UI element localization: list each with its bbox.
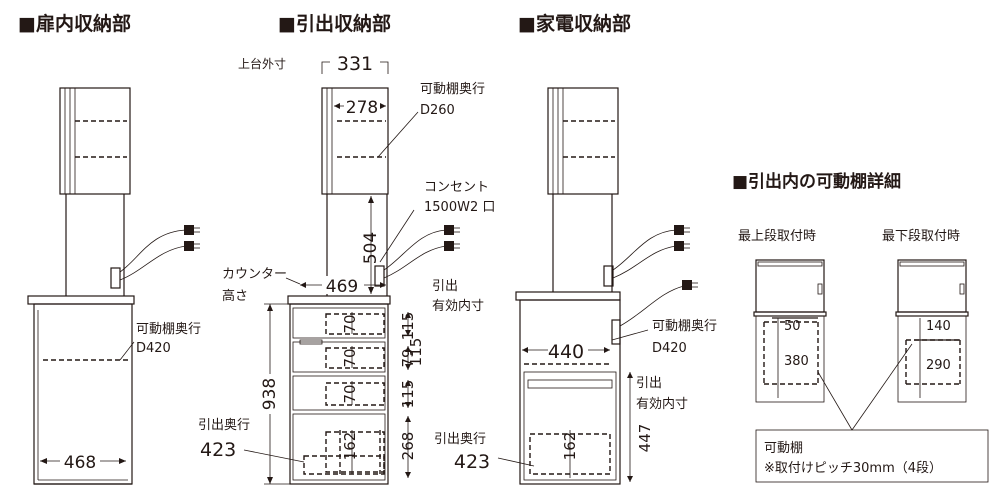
detail-note-title: 可動棚: [764, 441, 803, 456]
appliance-upper-cabinet: [547, 87, 619, 195]
drawer-effective-label: 引出: [432, 279, 458, 294]
drawer-side-115-b: 115: [399, 380, 417, 409]
drawer-outlet-icon: [374, 265, 385, 287]
drawer-1: [292, 307, 386, 339]
door-upper-cabinet: [59, 87, 131, 195]
detail-top-50: 50: [784, 319, 801, 334]
drawer-lower-cabinet: [289, 303, 389, 485]
shelf-detail: 最上段取付時 最下段取付時 50 380 140 290: [738, 229, 989, 483]
appliance-effective-label-2: 有効内寸: [636, 396, 688, 412]
appliance-drawer: [523, 371, 617, 481]
appliance-depth-value: 423: [454, 451, 490, 473]
counter-height-label-2: 高さ: [222, 288, 248, 304]
appliance-lower-outlet-icon: [611, 319, 621, 345]
detail-bottom-drawer: [897, 315, 967, 403]
drawer-2: [292, 341, 386, 373]
appliance-plug-icon-1: [674, 225, 684, 235]
appliance-plug-icon-2: [674, 241, 684, 251]
appliance-outlet-icon: [603, 265, 614, 287]
drawer-depth-value: 423: [200, 439, 236, 461]
section-title-detail: ■引出内の可動棚詳細: [732, 171, 901, 192]
drawer-upper-cabinet: [321, 87, 389, 195]
drawer-side-268: 268: [399, 432, 417, 461]
door-outlet-icon: [110, 267, 121, 289]
drawer-gap-504: 504: [361, 232, 381, 264]
door-plug-icon-2: [184, 241, 194, 251]
detail-note-box: [755, 429, 989, 483]
drawer-plug-icon-1: [444, 225, 454, 235]
door-shelf-depth-label: 可動棚奥行: [136, 322, 201, 337]
door-plug-cord-2: [119, 245, 187, 281]
door-cabinet: 可動棚奥行 D420 468: [27, 87, 201, 485]
appliance-width-440: 440: [548, 341, 584, 363]
appliance-depth-label: 引出奥行: [434, 432, 486, 447]
drawer-total-938: 938: [260, 378, 280, 410]
counter-height-label: カウンター: [222, 267, 287, 282]
drawer-4: [292, 413, 386, 481]
appliance-plug-icon-3: [682, 280, 692, 290]
drawer-side-79: 79: [399, 348, 417, 367]
appliance-shelf-depth-value: D420: [652, 341, 687, 356]
detail-bottom-cabinet: [897, 259, 967, 313]
section-title-door: ■扉内収納部: [18, 12, 131, 35]
drawer-outlet-label: コンセント: [424, 180, 489, 195]
detail-top-cabinet: [755, 259, 825, 313]
appliance-counter: [515, 291, 621, 301]
drawer-counter: [287, 295, 391, 305]
door-plug-cord-1: [119, 229, 187, 273]
drawer-top-inner-value: 278: [346, 98, 378, 118]
drawer-top-outer-label: 上台外寸: [238, 56, 286, 71]
appliance-lower-cabinet: [519, 299, 621, 485]
detail-bottom-140: 140: [926, 319, 951, 334]
drawer-upper-shelf-depth-label: 可動棚奥行: [420, 82, 485, 97]
detail-note-text: ※取付けピッチ30mm（4段）: [764, 461, 942, 476]
counter-469: 469: [326, 277, 358, 297]
drawer-3: [292, 375, 386, 411]
drawer-depth-label: 引出奥行: [198, 418, 250, 433]
door-shelf-depth-value: D420: [136, 341, 171, 356]
drawer-side-115-a: 115: [399, 312, 417, 341]
detail-top-drawer: [755, 315, 825, 403]
drawer-effective-label-2: 有効内寸: [432, 298, 484, 314]
appliance-shelf-depth-label: 可動棚奥行: [652, 319, 717, 334]
drawer-3-height-70: 70: [341, 384, 359, 403]
section-title-drawer: ■引出収納部: [278, 12, 391, 35]
door-counter: [27, 295, 135, 305]
drawer-outlet-spec: 1500W2 口: [424, 200, 495, 215]
drawer-1-height-70: 70: [341, 314, 359, 333]
appliance-cabinet: 440 162 可動棚奥行 D420 引出 有効内寸 447 引出奥行 423: [434, 87, 717, 485]
drawer-4-height-162: 162: [341, 432, 359, 461]
drawer-cabinet: 上台外寸 331 278 可動棚奥行 D260 504 コンセント: [198, 53, 495, 485]
appliance-height-447: 447: [636, 424, 654, 453]
door-plug-icon-1: [184, 225, 194, 235]
drawer-top-outer-value: 331: [337, 53, 373, 75]
detail-top-mount-label: 最上段取付時: [738, 229, 816, 244]
drawer-upper-shelf-depth-value: D260: [420, 103, 455, 118]
appliance-effective-label: 引出: [636, 376, 662, 391]
drawer-2-height-70: 70: [341, 348, 359, 367]
drawer-side-115-c: 115: [407, 338, 425, 367]
detail-bottom-290: 290: [926, 358, 951, 373]
appliance-height-162: 162: [561, 432, 579, 461]
section-title-appliance: ■家電収納部: [518, 12, 631, 35]
detail-top-380: 380: [784, 354, 809, 369]
door-width-value: 468: [64, 453, 96, 473]
detail-bottom-mount-label: 最下段取付時: [882, 229, 960, 244]
drawer-plug-icon-2: [444, 241, 454, 251]
